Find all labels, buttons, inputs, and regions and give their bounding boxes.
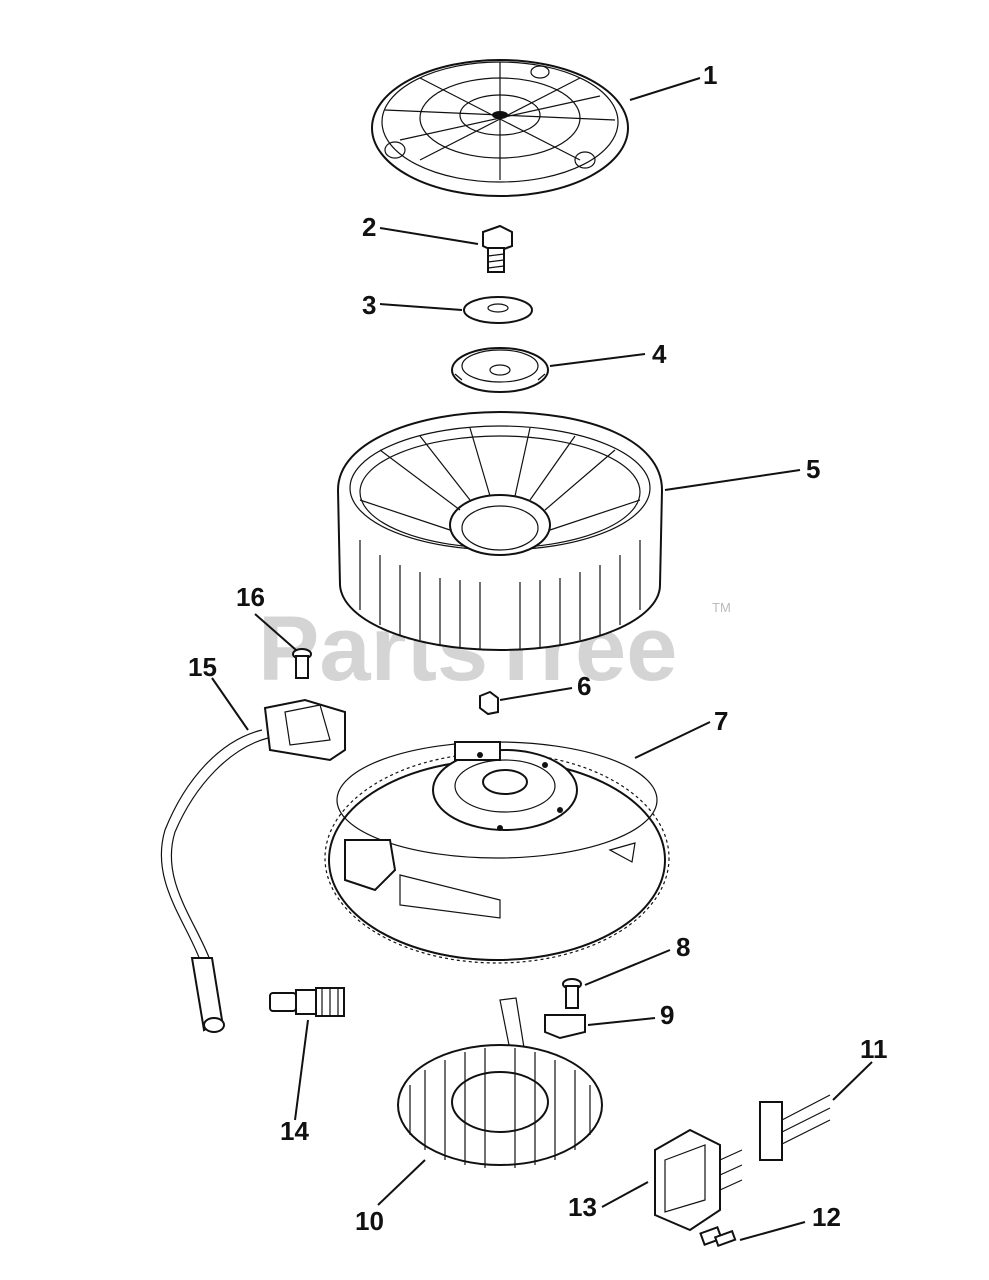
connector-icon[interactable]	[759, 1094, 831, 1161]
washer-icon[interactable]	[463, 296, 533, 324]
screw-icon[interactable]	[699, 1226, 737, 1248]
callout-numbers: 1 2 3 4 5 6 7 8 9 10 11 12 13 14 15 16	[188, 60, 888, 1236]
flywheel-icon[interactable]	[324, 741, 670, 964]
callout-11: 11	[860, 1034, 888, 1064]
watermark-trademark: TM	[712, 600, 731, 615]
fan-retainer-icon[interactable]	[451, 347, 549, 393]
callout-14: 14	[280, 1116, 309, 1146]
fan-screen-icon[interactable]	[371, 59, 629, 197]
screw-icon[interactable]	[292, 648, 312, 679]
callout-9: 9	[660, 1000, 674, 1030]
rectifier-regulator-icon[interactable]	[654, 1128, 743, 1232]
spark-plug-icon[interactable]	[269, 987, 345, 1017]
callout-10: 10	[355, 1206, 384, 1236]
stator-icon[interactable]	[397, 1044, 603, 1168]
callout-15: 15	[188, 652, 217, 682]
callout-6: 6	[577, 671, 591, 701]
callout-12: 12	[812, 1202, 841, 1232]
screw-icon[interactable]	[562, 978, 582, 1009]
callout-13: 13	[568, 1192, 597, 1222]
ignition-module-icon[interactable]	[160, 698, 346, 1033]
callout-7: 7	[714, 706, 728, 736]
leader-lines	[211, 77, 873, 1241]
callout-16: 16	[236, 582, 265, 612]
flywheel-bolt-icon[interactable]	[482, 224, 513, 273]
callout-4: 4	[652, 339, 667, 369]
flywheel-key-icon[interactable]	[479, 690, 499, 716]
callout-3: 3	[362, 290, 376, 320]
callout-8: 8	[676, 932, 690, 962]
callout-1: 1	[703, 60, 717, 90]
cooling-fan-icon[interactable]	[336, 410, 664, 652]
callout-5: 5	[806, 454, 820, 484]
callout-2: 2	[362, 212, 376, 242]
